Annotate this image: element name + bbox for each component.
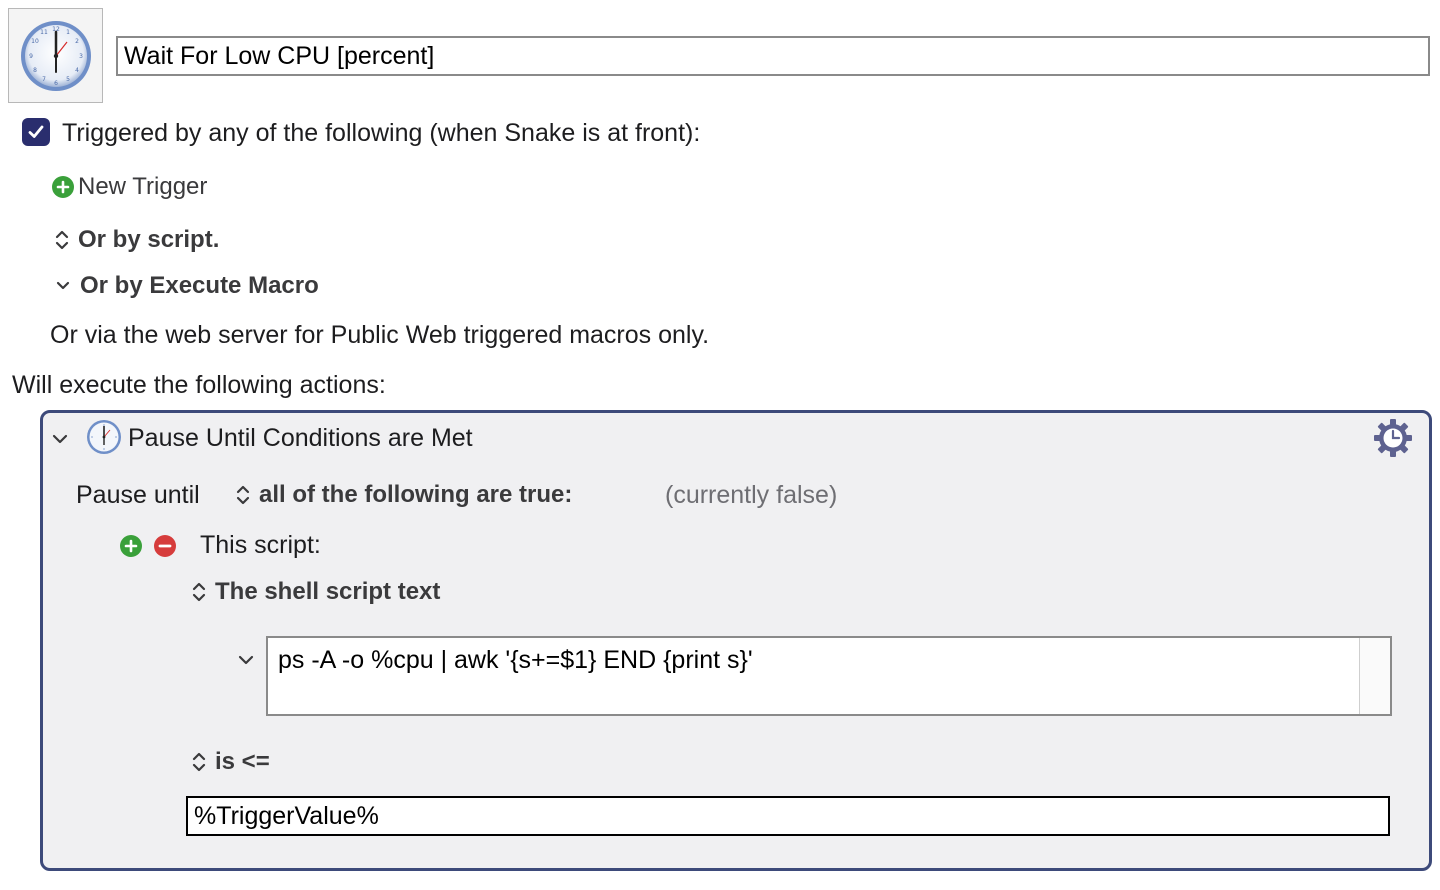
add-condition-button[interactable] [120,535,142,557]
comparison-value-field[interactable] [186,796,1390,836]
svg-text:12: 12 [52,26,60,33]
action-gear-menu[interactable] [1372,417,1414,464]
script-scrollbar[interactable] [1359,638,1390,714]
script-text-area[interactable]: ps -A -o %cpu | awk '{s+=$1} END {print … [266,636,1392,716]
or-by-execute-macro-label: Or by Execute Macro [80,272,319,299]
action-collapse-toggle[interactable] [50,426,70,457]
condition-mode-popup[interactable]: all of the following are true: [235,481,572,509]
triggers-enabled-checkbox[interactable] [22,118,50,146]
action-icon [86,419,122,460]
action-title: Pause Until Conditions are Met [128,424,473,452]
script-disclosure-toggle[interactable] [236,647,256,678]
script-text: ps -A -o %cpu | awk '{s+=$1} END {print … [278,646,753,674]
actions-heading: Will execute the following actions: [12,371,386,399]
svg-text:11: 11 [40,29,48,36]
condition-status: (currently false) [665,481,838,509]
plus-circle-icon [124,539,138,553]
script-type-popup[interactable]: The shell script text [191,578,440,606]
svg-text:10: 10 [31,38,39,45]
svg-text:1: 1 [66,29,70,36]
web-server-note: Or via the web server for Public Web tri… [50,321,710,349]
svg-text:8: 8 [33,67,37,74]
chevron-down-icon [52,434,68,444]
updown-chevron-icon [236,485,250,505]
svg-text:5: 5 [66,76,70,83]
triggers-heading: Triggered by any of the following (when … [62,119,701,147]
minus-circle-icon [158,544,172,548]
new-trigger-label: New Trigger [78,173,208,200]
or-by-execute-macro-toggle[interactable]: Or by Execute Macro [54,272,319,300]
svg-text:9: 9 [29,53,33,60]
svg-text:7: 7 [42,76,46,83]
condition-label: This script: [200,531,321,559]
svg-text:4: 4 [75,67,79,74]
or-by-script-toggle[interactable]: Or by script. [54,226,219,254]
or-by-script-label: Or by script. [78,226,220,253]
macro-name-field[interactable] [116,36,1430,76]
condition-mode-label: all of the following are true: [259,481,573,508]
svg-text:6: 6 [54,80,58,87]
svg-text:3: 3 [79,53,83,60]
updown-chevron-icon [192,752,206,772]
remove-condition-button[interactable] [154,535,176,557]
pause-until-label: Pause until [76,481,200,509]
plus-circle-icon [52,176,74,198]
chevron-down-icon [56,281,70,290]
script-type-label: The shell script text [215,578,441,605]
updown-chevron-icon [192,582,206,602]
checkmark-icon [28,125,44,138]
updown-chevron-icon [55,230,69,250]
comparison-popup[interactable]: is <= [191,748,270,776]
clock-icon [87,420,121,454]
chevron-down-icon [238,655,254,665]
gear-clock-icon [1374,419,1412,457]
new-trigger-button[interactable]: New Trigger [52,173,207,201]
comparison-label: is <= [215,748,270,775]
svg-text:2: 2 [75,38,79,45]
